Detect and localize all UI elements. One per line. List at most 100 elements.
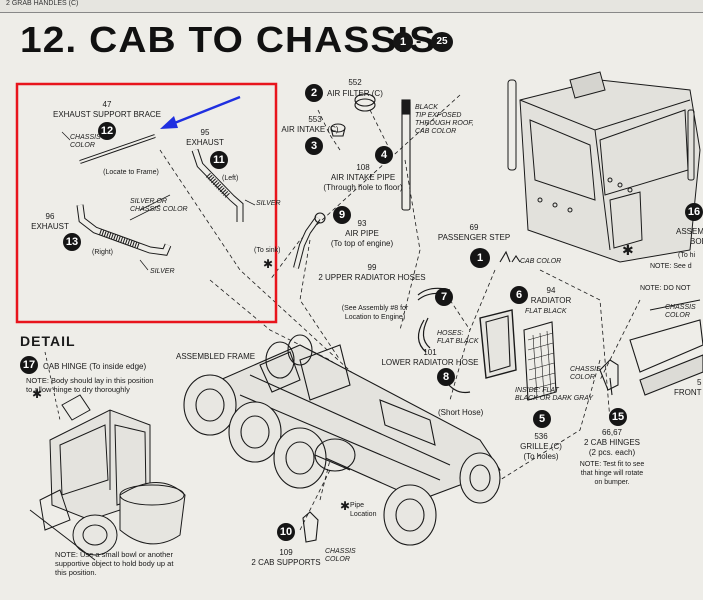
step-2-badge: 2	[305, 84, 323, 102]
step-13-badge: 13	[63, 233, 81, 251]
body-label-clipped: BOD	[690, 237, 703, 246]
note-do-not-clipped: NOTE: DO NOT	[640, 285, 691, 292]
step-5-badge: 5	[533, 410, 551, 428]
cab-drawing	[507, 71, 701, 263]
intake-pipe-sub: (Through hole to floor)	[323, 183, 403, 192]
intake-pipe-name: AIR INTAKE PIPE	[330, 173, 396, 182]
air-pipe-sub: (To top of engine)	[330, 239, 394, 248]
asterisk-icon: ✱	[340, 499, 350, 513]
to-sink-note: (To sink)	[254, 247, 281, 254]
silver-note-1: SILVER	[256, 200, 281, 207]
to-hinge-clipped: (To hi	[678, 252, 696, 259]
brace-color-note: CHASSIS COLOR	[70, 134, 101, 149]
cab-hinges-name: 2 CAB HINGES	[583, 438, 641, 447]
range-dash: -	[416, 33, 422, 50]
cab-support-drawing	[302, 511, 319, 543]
step-7-badge: 7	[435, 288, 453, 306]
step-4-badge: 4	[375, 146, 393, 164]
radiator-number: 94	[546, 286, 556, 295]
asterisk-icon: ✱	[263, 257, 273, 271]
hinge-fit-note: NOTE: Test fit to see that hinge will ro…	[579, 461, 645, 486]
range-start-badge: 1	[393, 32, 413, 52]
grille-name: GRILLE (C)	[520, 442, 562, 451]
highlight-box	[15, 82, 278, 324]
black-tip-note: BLACK TIP EXPOSED THROUGH ROOF, CAB COLO…	[415, 104, 474, 135]
pipe-location-note: Pipe Location	[350, 502, 377, 518]
inside-color-note: INSIDE: FLAT BLACK OR DARK GRAY	[515, 387, 594, 402]
intake-pipe-drawing	[401, 99, 411, 211]
range-end-badge: 25	[431, 32, 453, 52]
step-3-badge: 3	[305, 137, 323, 155]
radiator-name: RADIATOR	[530, 296, 572, 305]
step-6-badge: 6	[510, 286, 528, 304]
step-8-badge: 8	[437, 368, 455, 386]
passenger-step-drawing	[499, 250, 521, 263]
asterisk-icon: ✱	[622, 243, 634, 259]
right-exhaust-side: (Right)	[92, 249, 114, 256]
air-filter-drawing	[330, 93, 376, 137]
cab-hinge-detail-label: CAB HINGE (To inside edge)	[43, 362, 147, 371]
cab-supports-name: 2 CAB SUPPORTS	[251, 558, 321, 567]
step-16-badge: 16	[685, 203, 703, 221]
left-exhaust-drawing	[191, 148, 244, 222]
intake-pipe-number: 108	[356, 163, 370, 172]
brace-part-number: 47	[102, 100, 112, 109]
air-pipe-name: AIR PIPE	[345, 229, 379, 238]
lower-hose-name: LOWER RADIATOR HOSE	[381, 358, 479, 367]
grille-drawing	[523, 321, 557, 401]
step-1-badge: 1	[470, 248, 490, 268]
air-filter-number: 552	[348, 78, 362, 87]
air-filter-name: AIR FILTER (C)	[327, 89, 383, 98]
right-exhaust-name: EXHAUST	[31, 222, 69, 231]
radiator-hoses-sub: (See Assembly #8 for Location to Engine)	[341, 305, 409, 321]
passenger-step-number: 69	[469, 223, 479, 232]
passenger-step-name: PASSENGER STEP	[437, 233, 511, 242]
front-label-clipped: FRONT	[674, 388, 702, 397]
lower-hose-number: 101	[423, 348, 437, 357]
locate-frame-note: (Locate to Frame)	[103, 169, 159, 176]
short-hose-note: (Short Hose)	[438, 408, 484, 417]
detail-cab-drawing	[29, 394, 186, 561]
brace-part-name: EXHAUST SUPPORT BRACE	[52, 110, 162, 119]
detail-bowl-note: NOTE: Use a small bowl or another suppor…	[55, 550, 174, 577]
air-intake-number: 553	[308, 115, 322, 124]
assembly-label-clipped: ASSEM	[676, 227, 703, 236]
hoses-color-note: HOSES: FLAT BLACK	[437, 330, 479, 345]
exhaust-brace-drawing	[79, 134, 156, 164]
left-exhaust-side: (Left)	[222, 175, 239, 182]
assembled-frame-label: ASSEMBLED FRAME	[176, 352, 256, 361]
radiator-hoses-number: 99	[367, 263, 377, 272]
page-title: 12. CAB TO CHASSIS	[20, 19, 437, 60]
chassis-color-mid: CHASSIS COLOR	[570, 366, 601, 381]
step-15-badge: 15	[609, 408, 627, 426]
asterisk-icon: ✱	[32, 387, 42, 401]
cab-supports-number: 109	[279, 548, 293, 557]
five-clipped: 5	[697, 378, 702, 387]
step-12-badge: 12	[98, 122, 116, 140]
cab-hinges-number: 66,67	[601, 428, 623, 437]
air-intake-name: AIR INTAKE (C)	[281, 125, 339, 134]
chassis-color-right: CHASSIS COLOR	[665, 304, 696, 319]
front-bumper-drawing	[629, 299, 703, 396]
step-11-badge: 11	[210, 151, 228, 169]
silver-note-2: SILVER	[150, 268, 175, 275]
radiator-hoses-name: 2 UPPER RADIATOR HOSES	[318, 273, 426, 282]
note-see-clipped: NOTE: See d	[650, 263, 692, 270]
cab-supports-color: CHASSIS COLOR	[325, 548, 356, 563]
detail-position-note: NOTE: Body should lay in this position t…	[26, 376, 154, 394]
radiator-flat-note: FLAT BLACK	[525, 308, 567, 315]
left-exhaust-number: 95	[200, 128, 210, 137]
leader-lines	[159, 94, 641, 531]
previous-step-text: 2 GRAB HANDLES (C)	[6, 0, 79, 7]
air-pipe-number: 93	[357, 219, 367, 228]
radiator-drawing	[479, 309, 517, 379]
left-exhaust-name: EXHAUST	[186, 138, 224, 147]
step-10-badge: 10	[277, 523, 295, 541]
blue-arrow-icon	[160, 95, 241, 129]
cab-hinges-sub: (2 pcs. each)	[588, 448, 636, 457]
detail-heading: DETAIL	[20, 333, 76, 349]
right-exhaust-number: 96	[45, 212, 55, 221]
chassis-frame-drawing	[183, 334, 501, 546]
grille-sub: (To holes)	[523, 452, 559, 461]
